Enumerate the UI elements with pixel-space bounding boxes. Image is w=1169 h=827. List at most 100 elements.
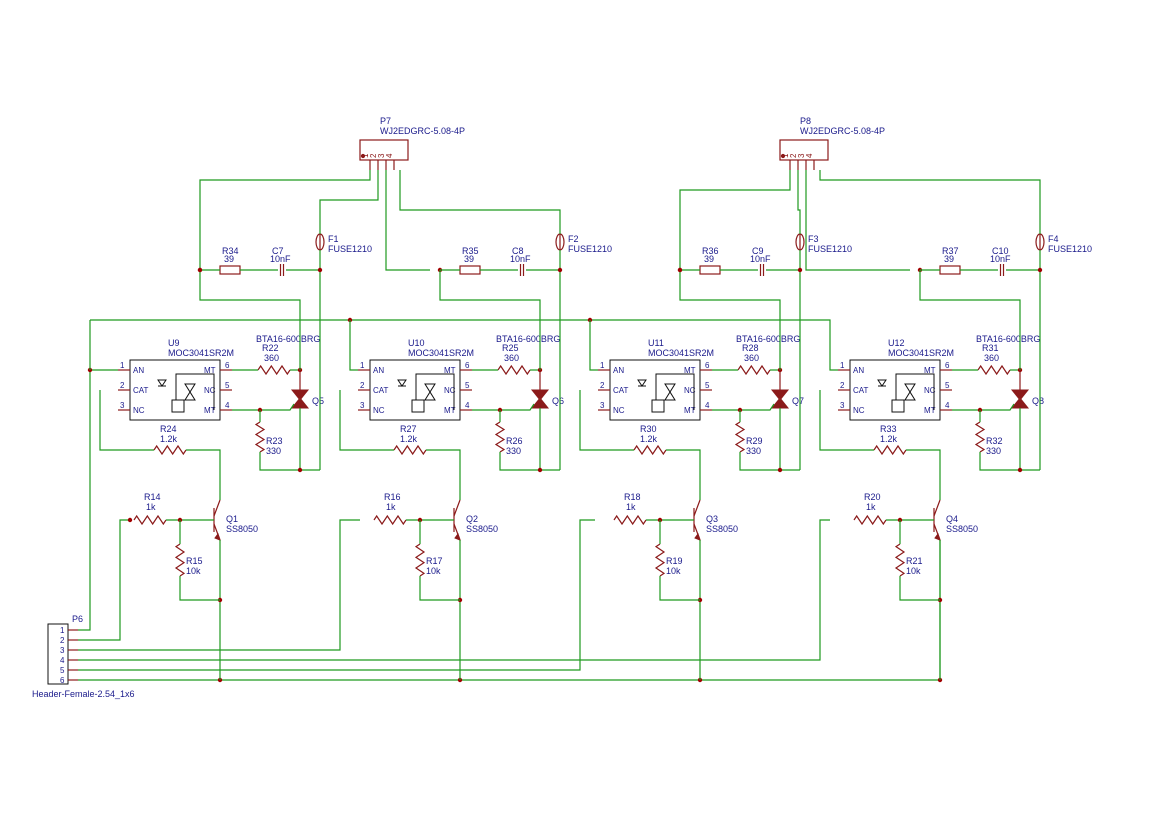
connector-pin-number: 3 — [377, 153, 386, 158]
wire — [679, 270, 781, 370]
ic-pin-number: 6 — [465, 361, 470, 370]
fuse-value: FUSE1210 — [568, 244, 612, 254]
internal-frame — [895, 373, 935, 410]
triac-ref: Q8 — [1032, 396, 1044, 406]
pulldown-res-value: 10k — [666, 566, 681, 576]
transistor-part: SS8050 — [946, 524, 978, 534]
ic-pin-number: 4 — [945, 401, 950, 410]
base-resistor — [133, 514, 167, 526]
rmt-resistor — [497, 364, 531, 376]
wire — [179, 576, 220, 601]
pulldown-resistor — [654, 543, 666, 577]
ic-pin-name: MT — [204, 406, 216, 415]
snubber-res-value: 39 — [944, 254, 954, 264]
transistor-emitter-arrow — [934, 532, 941, 541]
base-resistor — [613, 514, 647, 526]
rmt-ref: R25 — [502, 343, 519, 353]
pulldown-resistor — [174, 543, 186, 577]
gate-res-value: 330 — [746, 446, 761, 456]
wire — [819, 170, 1041, 234]
snubber-cap-value: 10nF — [270, 254, 291, 264]
wire — [78, 519, 830, 661]
wire — [712, 403, 775, 411]
collector-res-ref: R33 — [880, 424, 897, 434]
pulldown-res-value: 10k — [426, 566, 441, 576]
wire — [906, 449, 941, 500]
snubber-cap-value: 10nF — [990, 254, 1011, 264]
wire — [78, 369, 118, 631]
power-connector-value: WJ2EDGRC-5.08-4P — [800, 126, 885, 136]
transistor-ref: Q2 — [466, 514, 478, 524]
snubber-res-ref: R35 — [462, 246, 479, 256]
base-res-ref: R20 — [864, 492, 881, 502]
base-res-value: 1k — [866, 502, 876, 512]
optocoupler-ref: U11 — [648, 338, 664, 348]
connector-pin-number: 1 — [781, 153, 790, 158]
pulldown-res-ref: R15 — [186, 556, 203, 566]
connector-pin-number: 4 — [805, 153, 814, 158]
optocoupler-part: MOC3041SR2M — [168, 348, 234, 358]
collector-res-value: 1.2k — [160, 434, 178, 444]
pulldown-resistor — [894, 543, 906, 577]
ic-pin-name: CAT — [133, 386, 149, 395]
pulldown-resistor — [414, 543, 426, 577]
junction-dot — [537, 467, 543, 473]
collector-res-ref: R30 — [640, 424, 657, 434]
ic-pin-number: 1 — [120, 361, 125, 370]
optocoupler-ref: U9 — [168, 338, 180, 348]
ic-pin-number: 6 — [945, 361, 950, 370]
wire — [385, 170, 430, 271]
base-res-value: 1k — [386, 502, 396, 512]
wire — [78, 540, 941, 681]
snubber-cap-value: 10nF — [510, 254, 531, 264]
transistor-collector — [213, 499, 221, 517]
wire — [805, 170, 910, 271]
snubber-res-ref: R36 — [702, 246, 719, 256]
wire — [579, 390, 634, 451]
internal-frame — [655, 373, 695, 410]
ic-pin-number: 3 — [360, 401, 365, 410]
connector-pin1-marker — [780, 153, 786, 159]
transistor-part: SS8050 — [226, 524, 258, 534]
wire — [426, 449, 461, 500]
transistor-collector — [453, 499, 461, 517]
base-resistor — [853, 514, 887, 526]
transistor-collector — [933, 499, 941, 517]
connector-pin-number: 2 — [369, 153, 378, 158]
connector-pin-number: 3 — [797, 153, 806, 158]
gate-res-value: 330 — [506, 446, 521, 456]
ic-pin-number: 1 — [360, 361, 365, 370]
ic-pin-number: 5 — [945, 381, 950, 390]
ic-pin-name: NC — [373, 406, 385, 415]
collector-resistor — [873, 444, 907, 456]
snubber-res-ref: R37 — [942, 246, 959, 256]
snubber-resistor — [939, 265, 961, 275]
ic-pin-number: 2 — [600, 381, 605, 390]
ic-pin-number: 5 — [705, 381, 710, 390]
wire — [99, 390, 154, 451]
power-connector-body — [359, 139, 409, 161]
ic-pin-name: NC — [133, 406, 145, 415]
connector-pin1-marker — [360, 153, 366, 159]
snubber-cap-ref: C9 — [752, 246, 764, 256]
ic-pin-number: 2 — [120, 381, 125, 390]
internal-frame — [175, 373, 215, 410]
pulldown-res-ref: R21 — [906, 556, 923, 566]
triac-part: BTA16-600BRG — [976, 334, 1040, 344]
ic-pin-name: NC — [204, 386, 216, 395]
triac-symbol — [770, 389, 790, 409]
rmt-ref: R31 — [982, 343, 999, 353]
wire — [349, 320, 358, 371]
fuse-ref: F2 — [568, 234, 579, 244]
ic-pin-number: 4 — [705, 401, 710, 410]
zero-cross-symbol — [411, 399, 425, 413]
transistor-emitter-arrow — [214, 532, 221, 541]
gate-res-value: 330 — [266, 446, 281, 456]
transistor-emitter-arrow — [694, 532, 701, 541]
collector-res-ref: R27 — [400, 424, 417, 434]
wire — [339, 390, 394, 451]
junction-dot — [1017, 467, 1023, 473]
junction-dot — [127, 517, 133, 523]
snubber-resistor — [219, 265, 241, 275]
power-connector-body — [779, 139, 829, 161]
